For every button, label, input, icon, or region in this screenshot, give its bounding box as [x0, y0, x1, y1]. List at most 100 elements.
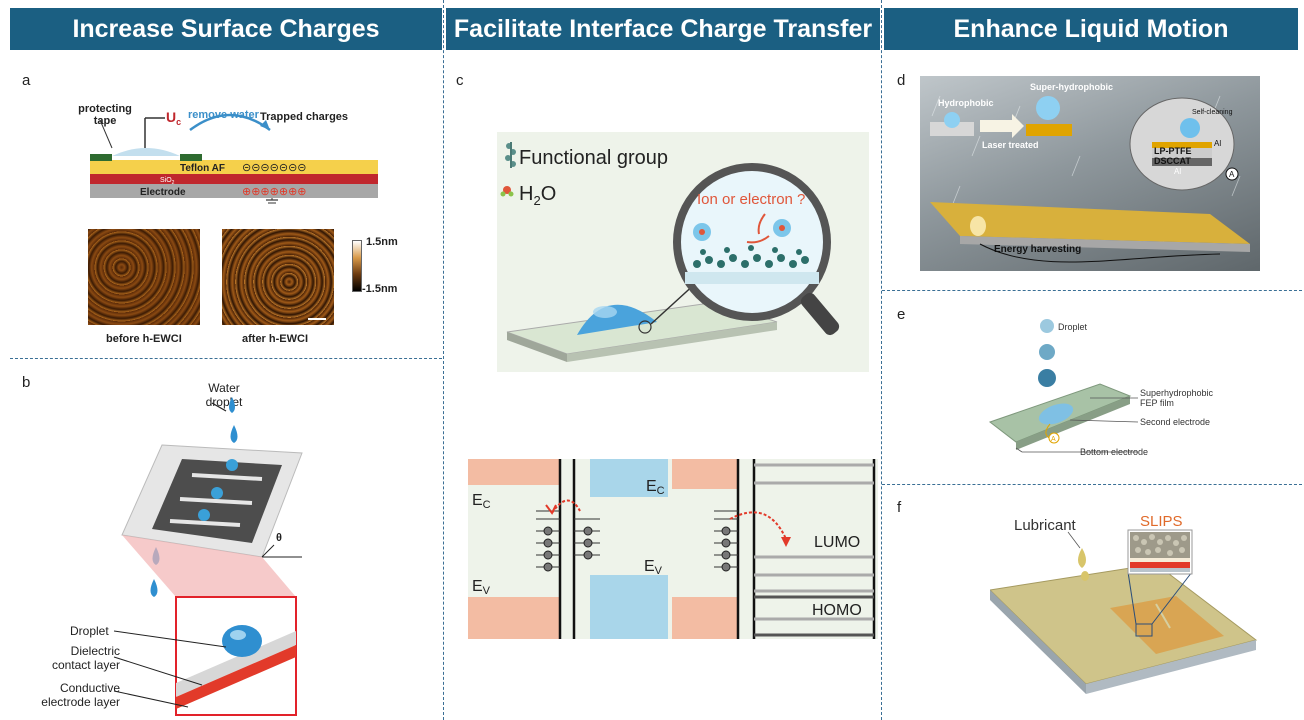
conductive-label: Conductive electrode layer — [41, 681, 120, 709]
left-conduction-band — [468, 459, 560, 485]
before-label: before h-EWCI — [106, 333, 182, 345]
right-sio2-layer — [238, 174, 378, 184]
slips-substrate — [990, 563, 1258, 685]
colorbar-bottom-label: -1.5nm — [362, 283, 398, 295]
column-divider-1 — [443, 0, 444, 720]
water-film — [112, 148, 180, 156]
after-label: after h-EWCI — [242, 333, 308, 345]
tape-right — [180, 154, 202, 161]
superhydrophobic-label: Superhydrophobic — [1140, 388, 1214, 398]
functional-group-label: Functional group — [519, 147, 668, 169]
falling-droplet-3 — [1038, 369, 1056, 387]
ec-mid-label: EC — [646, 478, 665, 497]
hydrophobic-substrate — [930, 122, 974, 136]
mid-conduction-band — [590, 459, 668, 497]
slips-label: SLIPS — [1140, 513, 1183, 530]
functional-group-icon — [505, 142, 516, 168]
negative-charges: ⊝⊝⊝⊝⊝⊝⊝ — [242, 162, 307, 174]
hydrophobic-label: Hydrophobic — [938, 98, 994, 108]
panel-b-label: b — [22, 374, 31, 391]
protecting-tape-label: protecting tape — [78, 103, 132, 127]
panel-d-diagram: Hydrophobic Super-hydrophobic Laser trea… — [930, 82, 1250, 263]
right-valence-band — [672, 597, 738, 639]
ammeter-e-label: A — [1051, 436, 1056, 443]
panel-f-diagram: Lubricant SLIPS — [990, 513, 1258, 694]
trapped-charges-label: Trapped charges — [260, 111, 348, 123]
zoom-projection — [122, 535, 296, 597]
panel-c-schematic: Ion or electron ? Functional group H2O — [500, 142, 840, 362]
falling-droplet-1 — [1040, 319, 1054, 333]
electrode-label: Electrode — [140, 187, 186, 198]
panel-c-label: c — [456, 72, 464, 89]
lumo-label: LUMO — [814, 534, 860, 551]
al-bottom-label: Al — [1174, 167, 1181, 176]
divider-d-e — [882, 290, 1302, 291]
positive-charges: ⊕⊕⊕⊕⊕⊕⊕ — [242, 186, 307, 198]
panel-b-diagram: θ — [113, 397, 303, 716]
sio2-label: SiO2 — [160, 177, 175, 186]
falling-droplet-2 — [1039, 344, 1055, 360]
right-electrode-layer — [238, 184, 378, 198]
left-teflon-layer — [90, 160, 260, 174]
self-cleaning-label: Self-cleaning — [1192, 109, 1233, 116]
h2o-label: H2O — [519, 183, 556, 208]
panel-e-label: e — [897, 306, 906, 323]
lubricant-drop-1 — [1078, 548, 1086, 568]
theta-label: θ — [276, 532, 282, 544]
droplet-1 — [229, 397, 235, 413]
super-hydrophobic-substrate — [1026, 124, 1072, 136]
afm-image-after — [222, 229, 334, 325]
divider-a-b — [10, 358, 442, 359]
bottom-electrode-label: Bottom electrode — [1080, 447, 1148, 457]
panel-f-label: f — [897, 499, 902, 516]
panel-a-diagram: Teflon AF SiO2 Electrode ⊝⊝⊝⊝⊝⊝⊝ ⊕⊕⊕⊕⊕⊕⊕… — [90, 109, 378, 204]
magnifier-handle — [800, 292, 840, 336]
laser-arrow — [980, 114, 1024, 138]
laser-treated-label: Laser treated — [982, 140, 1039, 150]
zoom-droplet — [222, 625, 262, 657]
dsccat-label: DSCCAT — [1154, 156, 1191, 166]
right-teflon-layer — [238, 160, 378, 174]
droplet-e-label: Droplet — [1058, 322, 1088, 332]
ev-left-label: EV — [472, 578, 491, 597]
slips-region — [1110, 596, 1224, 654]
panel-d-label: d — [897, 72, 906, 89]
ion-or-electron-label: Ion or electron ? — [697, 191, 805, 208]
header-facilitate-interface-charge-transfer: Facilitate Interface Charge Transfer — [446, 8, 880, 50]
dielectric-label: Dielectric contact layer — [51, 644, 120, 672]
surface-molecules — [685, 245, 819, 284]
panel-e-diagram: A Droplet Superhydrophobic FEP film Seco… — [988, 319, 1214, 457]
droplet-label: Droplet — [70, 624, 109, 638]
lubricant-label: Lubricant — [1014, 517, 1077, 534]
droplet-on-film — [1038, 403, 1074, 425]
droplet-2 — [230, 425, 238, 443]
panel-a-label: a — [22, 72, 31, 89]
ammeter-label: A — [1229, 170, 1235, 179]
afm-scale-bar — [308, 318, 326, 320]
second-electrode-label: Second electrode — [1140, 417, 1210, 427]
super-hydrophobic-label: Super-hydrophobic — [1030, 82, 1113, 92]
afm-image-before — [88, 229, 200, 325]
bulb-icon — [970, 216, 986, 236]
energy-harvesting-label: Energy harvesting — [994, 244, 1081, 255]
homo-label: HOMO — [812, 602, 862, 619]
header-enhance-liquid-motion: Enhance Liquid Motion — [884, 8, 1298, 50]
al-top-label: Al — [1214, 139, 1221, 148]
colorbar-top-label: 1.5nm — [366, 236, 398, 248]
fep-film-label: FEP film — [1140, 398, 1174, 408]
zoom-marker — [1135, 623, 1153, 637]
left-electrode-layer — [90, 184, 260, 198]
header-increase-surface-charges: Increase Surface Charges — [10, 8, 442, 50]
divider-e-f — [882, 484, 1302, 485]
lp-ptfe-label: LP-PTFE — [1154, 146, 1192, 156]
mid-valence-band — [590, 575, 668, 639]
teng-plate — [930, 202, 1250, 244]
transfer-arrow-left — [551, 499, 581, 514]
afm-colorbar — [352, 240, 362, 292]
remove-water-label: remove water — [188, 109, 260, 121]
left-valence-band — [468, 597, 560, 639]
column-divider-2 — [881, 0, 882, 720]
tape-left — [90, 154, 112, 161]
lubricant-drop-2 — [1081, 571, 1089, 581]
droplet-4 — [150, 579, 158, 597]
